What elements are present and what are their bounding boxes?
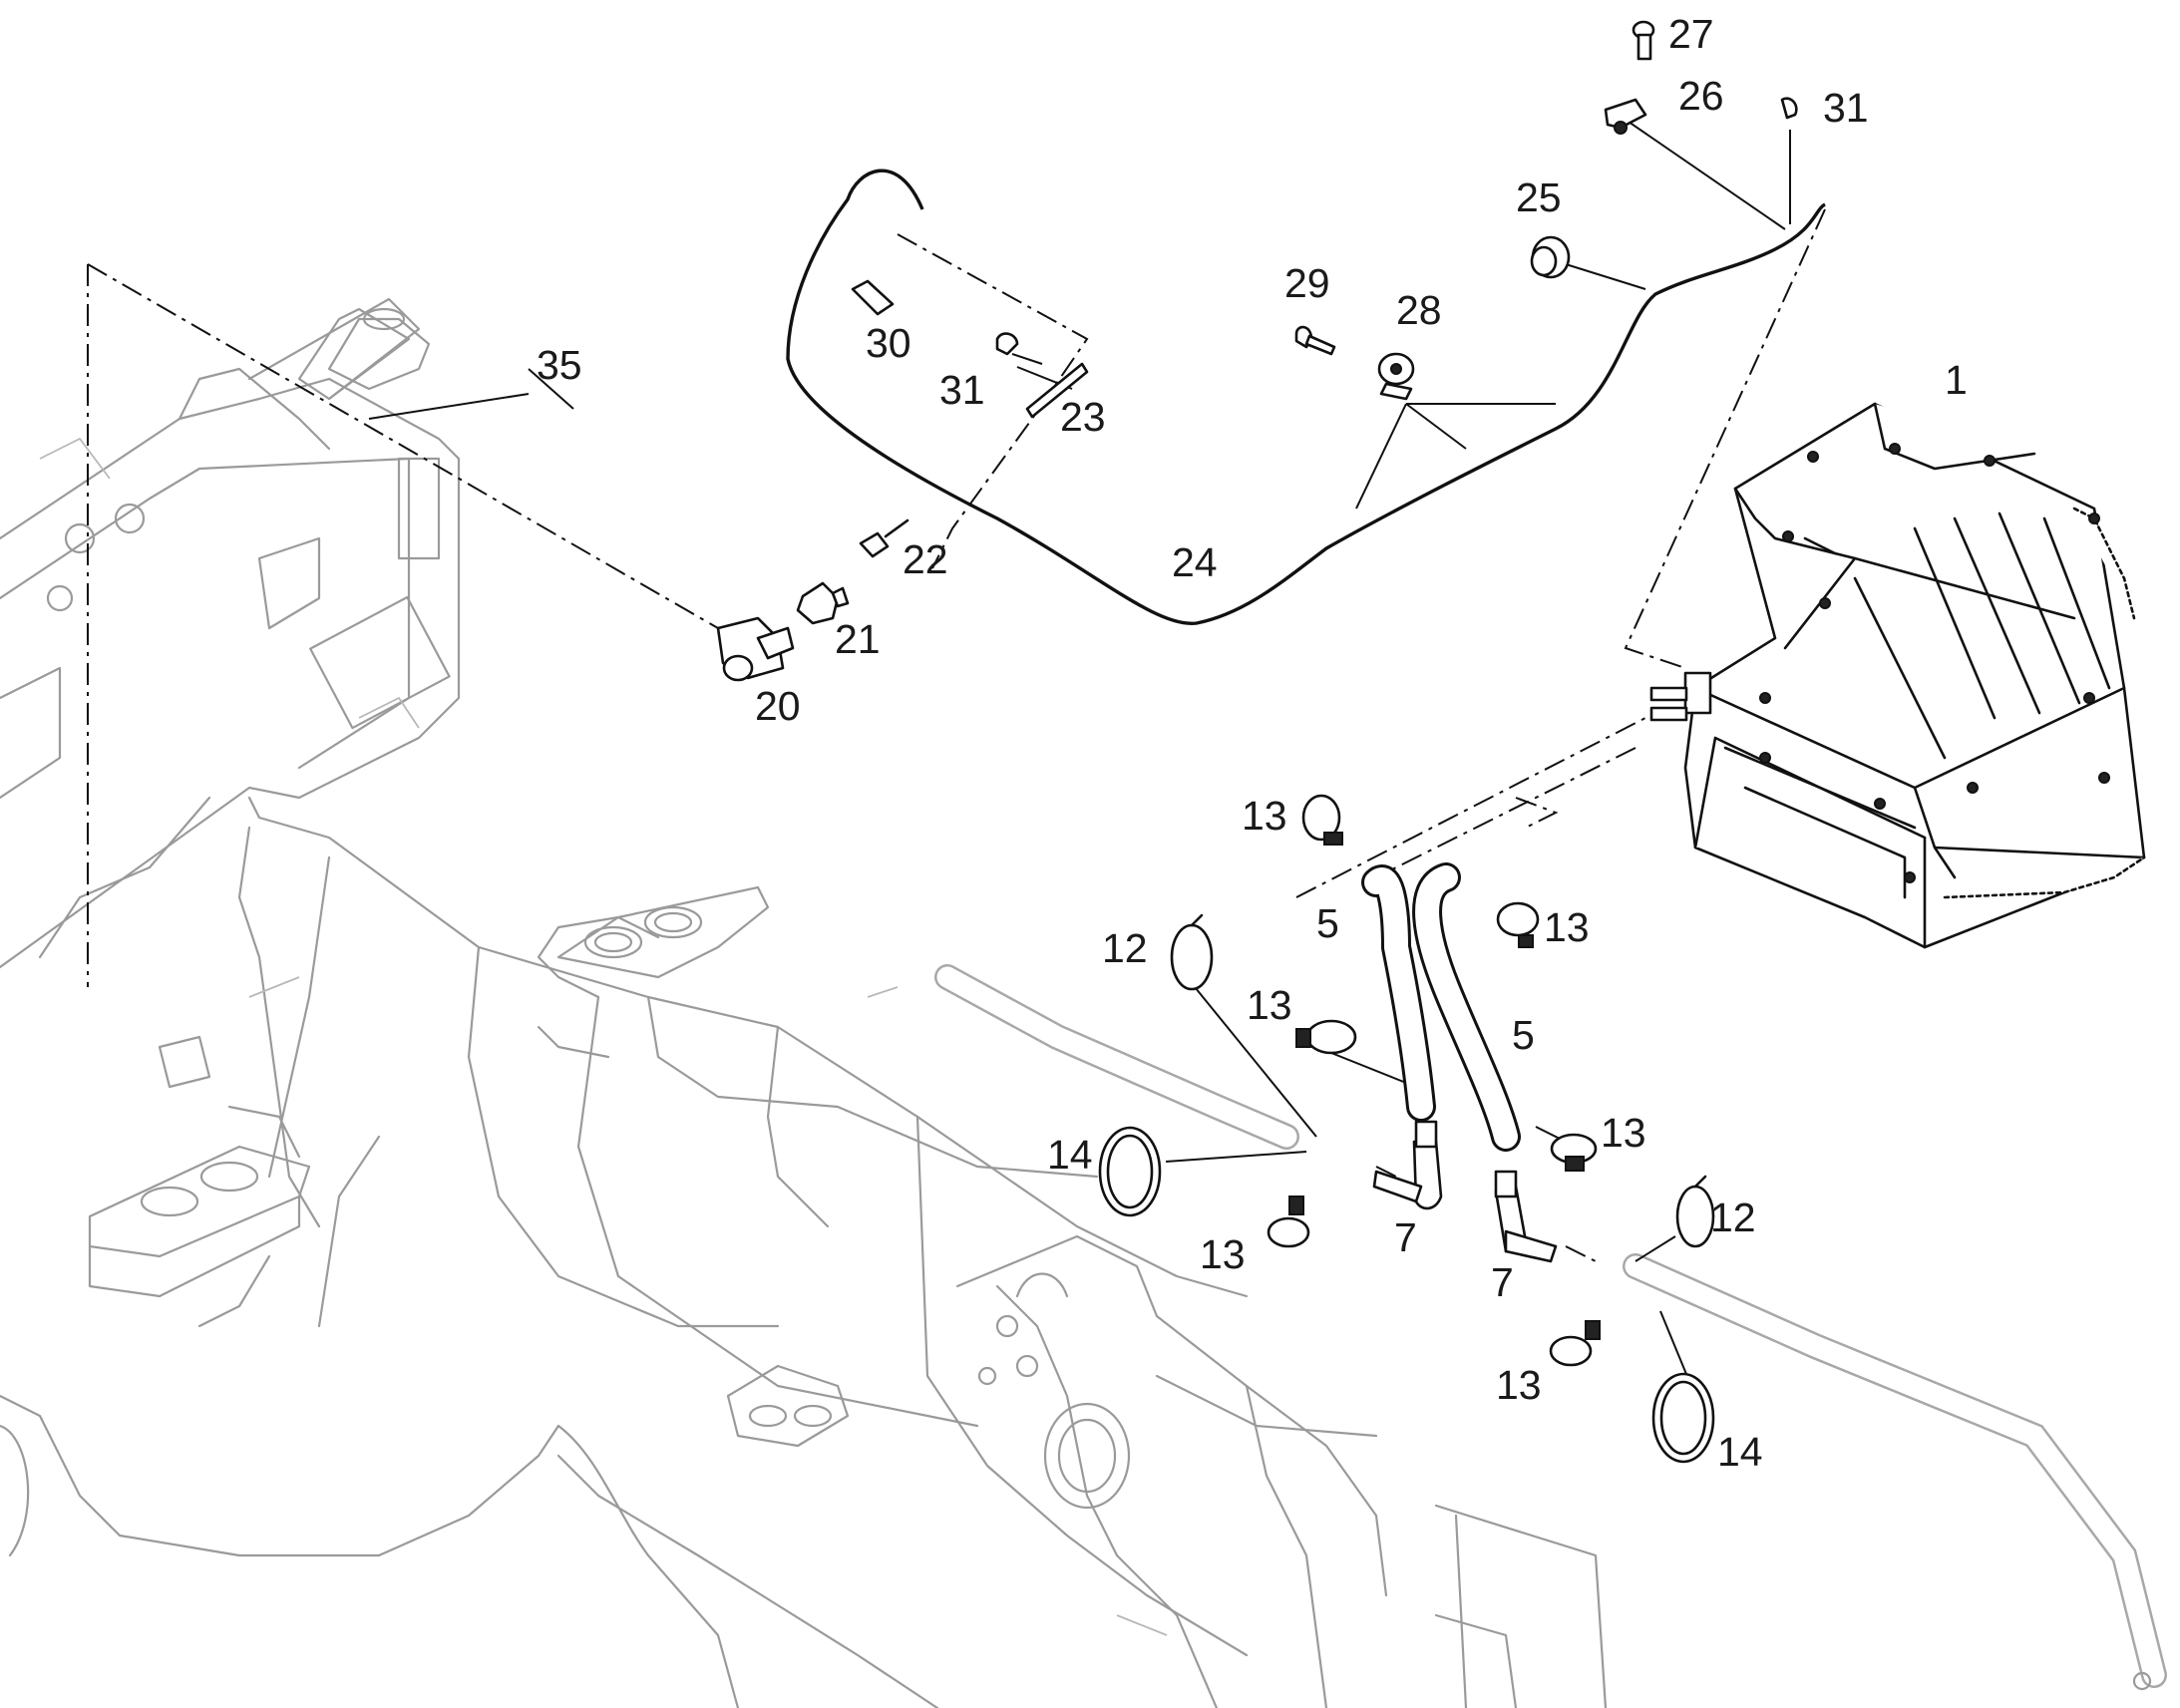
tee-fitting-20	[716, 616, 795, 682]
hose-clamp-13-lower-right	[1550, 1133, 1598, 1172]
callout-12: 12	[1710, 1195, 1756, 1240]
spring-clamp-12-right	[1675, 1175, 1715, 1248]
elbow-fitting-7-left	[1372, 1120, 1443, 1210]
hose-clamp-13-mid-right	[1496, 901, 1540, 948]
callout-13: 13	[1200, 1231, 1246, 1277]
callout-5: 5	[1512, 1012, 1535, 1058]
callout-31: 31	[939, 367, 985, 413]
nut-21	[796, 581, 850, 625]
hose-clamp-13-bottom	[1549, 1320, 1601, 1367]
p-clamp-28	[1377, 352, 1415, 401]
hose-clamp-13-mid-left	[1295, 1019, 1357, 1055]
clip-31-left	[995, 332, 1019, 356]
callout-14: 14	[1047, 1132, 1093, 1178]
callout-5: 5	[1316, 900, 1339, 946]
parts	[327, 20, 2146, 1464]
hose-clamp-13-lower-left	[1267, 1196, 1310, 1248]
tube-23	[1025, 362, 1089, 419]
hose-5-left	[1361, 864, 1436, 1122]
callout-29: 29	[1284, 260, 1330, 306]
clip-31-right	[1780, 97, 1798, 120]
clamp-ring-14-right	[1651, 1372, 1715, 1464]
hose-5-right	[1412, 862, 1521, 1152]
grommet-25	[1530, 235, 1571, 279]
callout-26: 26	[1678, 73, 1724, 119]
hose-clamp-13-top-left	[1301, 794, 1343, 846]
callout-25: 25	[1516, 174, 1562, 220]
callout-12: 12	[1102, 925, 1148, 971]
callout-23: 23	[1060, 394, 1106, 440]
callout-28: 28	[1396, 287, 1442, 333]
callout-labels: 1 5 5 7 7 12 12 13 13 13 13 13 13 14 14 …	[537, 11, 1968, 1475]
callout-14: 14	[1717, 1429, 1763, 1475]
screw-27	[1632, 20, 1655, 61]
fuel-tank	[1649, 402, 2146, 949]
callout-24: 24	[1172, 539, 1218, 585]
callout-13: 13	[1601, 1110, 1646, 1156]
callout-7: 7	[1491, 1259, 1514, 1305]
leader-lines	[368, 119, 1791, 1397]
alignment-lines	[87, 208, 1826, 1262]
elbow-fitting-7-right	[1494, 1170, 1558, 1263]
callout-13: 13	[1242, 793, 1287, 839]
callout-13: 13	[1496, 1362, 1542, 1408]
clamp-ring-14-left	[1098, 1126, 1162, 1217]
callout-31: 31	[1823, 85, 1869, 131]
callout-7: 7	[1394, 1214, 1417, 1260]
callout-13: 13	[1247, 982, 1292, 1028]
machine-chassis	[0, 297, 2167, 1708]
callout-13: 13	[1544, 904, 1590, 950]
callout-1: 1	[1945, 357, 1968, 403]
callout-20: 20	[755, 683, 801, 729]
clamp-26	[1604, 98, 1647, 135]
compression-fitting-22	[859, 518, 909, 558]
callout-30: 30	[866, 320, 911, 366]
connector-30	[851, 279, 895, 316]
callout-35: 35	[537, 342, 582, 388]
fuel-gauge-wire-24	[786, 169, 1826, 625]
spring-clamp-12-left	[1170, 913, 1214, 991]
callout-22: 22	[903, 536, 948, 582]
callout-21: 21	[835, 616, 881, 662]
callout-27: 27	[1668, 11, 1714, 57]
fuel-sender-unit	[327, 307, 431, 391]
bolt-29	[1294, 325, 1336, 356]
